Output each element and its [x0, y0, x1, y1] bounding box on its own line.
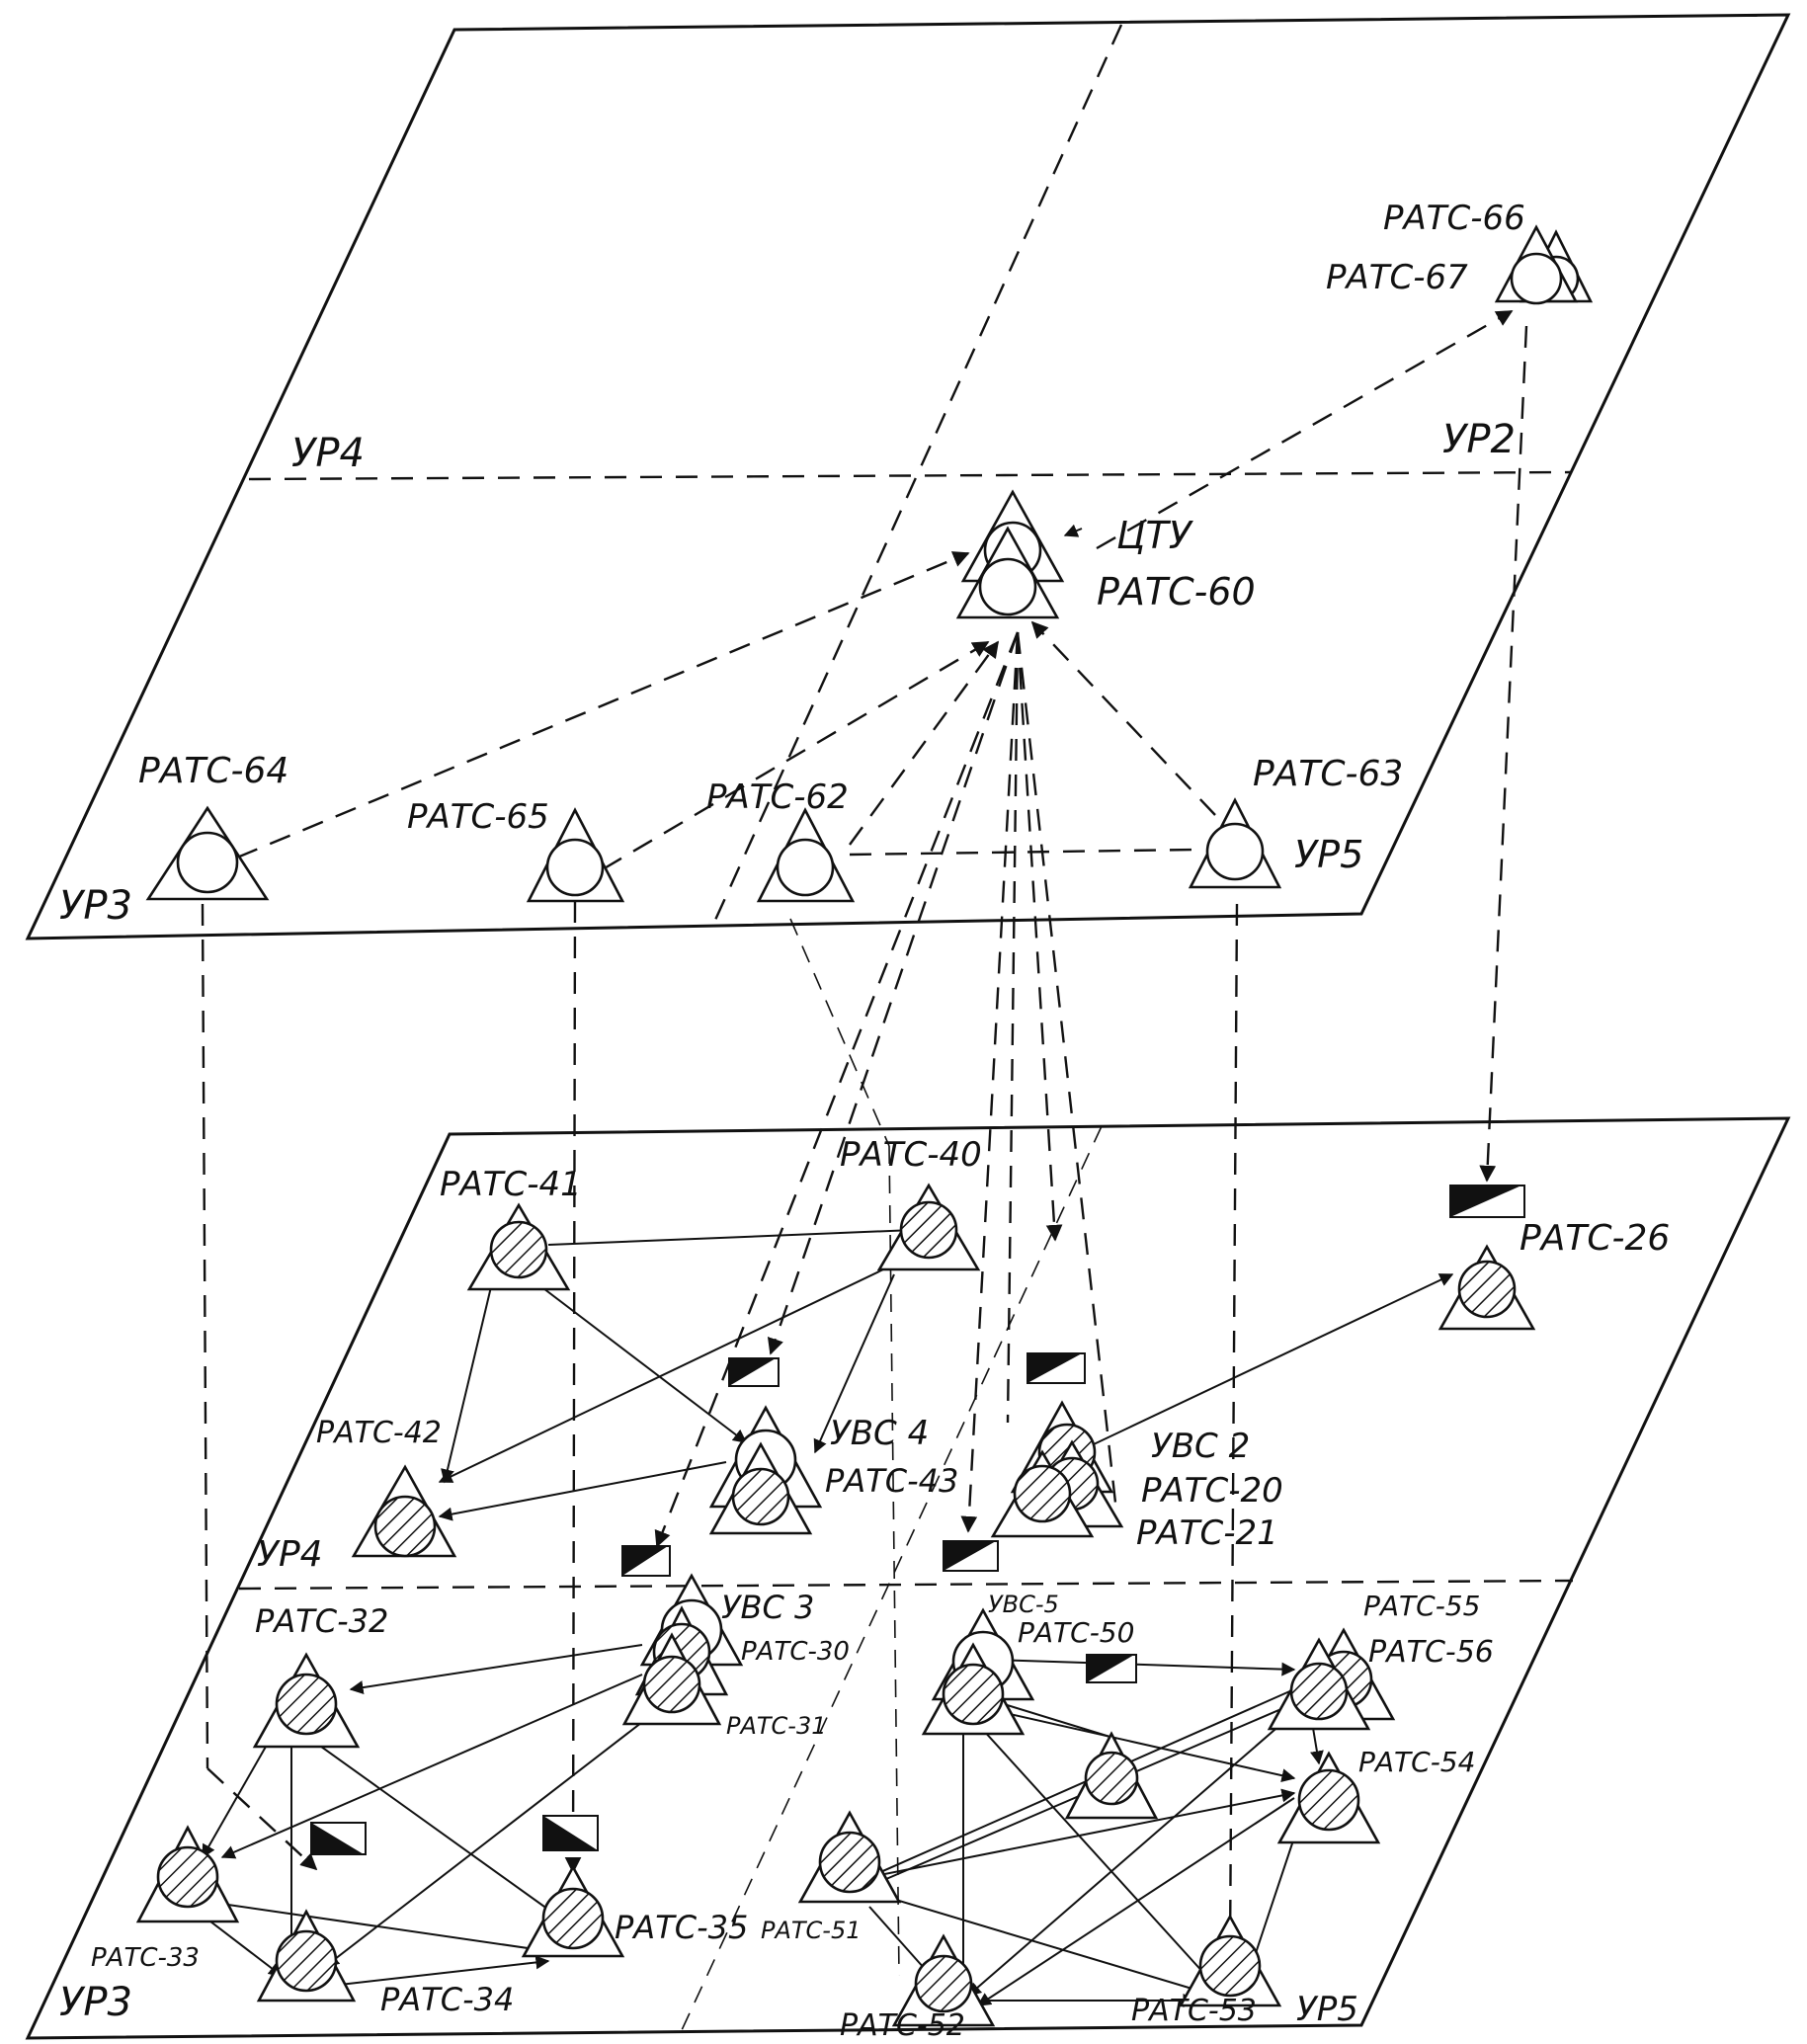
label-ratc32: РАТС-32	[255, 1602, 388, 1640]
label-ctu: ЦТУ	[1116, 514, 1194, 557]
node-ratc53	[1178, 1914, 1282, 2007]
node-ratc42	[351, 1464, 457, 1558]
label-ratc60: РАТС-60	[1097, 570, 1256, 613]
label-ratc65: РАТС-65	[407, 797, 549, 837]
label-ratc54: РАТС-54	[1358, 1746, 1475, 1778]
label-ratc64: РАТС-64	[138, 751, 288, 791]
label-ratc62: РАТС-62	[706, 777, 849, 817]
label-uvc2: УВС 2	[1151, 1427, 1250, 1466]
node-ratc31	[621, 1632, 722, 1726]
label-ratc40: РАТС-40	[840, 1135, 982, 1175]
label-uvc3: УВС 3	[721, 1589, 814, 1626]
label-ratc26: РАТС-26	[1520, 1218, 1670, 1259]
zone-label-bot-ur3: УР3	[59, 1980, 132, 2025]
node-ratc63	[1188, 797, 1282, 889]
label-ratc20: РАТС-20	[1141, 1471, 1283, 1511]
zone-label-bot-ur4: УР4	[257, 1534, 323, 1575]
node-ratc32	[252, 1652, 361, 1749]
node-ratc56	[1267, 1637, 1371, 1731]
label-ratc51: РАТС-51	[761, 1917, 862, 1944]
label-ratc34: РАТС-34	[380, 1981, 514, 2018]
label-ratc55: РАТС-55	[1363, 1590, 1480, 1622]
label-ratc43: РАТС-43	[825, 1462, 958, 1500]
zone-label-top-ur5: УР5	[1294, 833, 1363, 876]
node-ratc41	[466, 1202, 571, 1291]
node-ratc40	[876, 1183, 981, 1271]
label-ratc66: РАТС-66	[1383, 199, 1525, 238]
label-ratc67: РАТС-67	[1326, 258, 1468, 297]
node-ratc26	[1437, 1185, 1536, 1331]
zone-label-top-ur3: УР3	[59, 883, 132, 929]
node-ratc62	[756, 807, 856, 903]
label-uvc5: УВС-5	[988, 1591, 1059, 1618]
label-ratc41: РАТС-41	[440, 1165, 582, 1204]
node-ratc43	[708, 1441, 813, 1535]
node-ratc33	[135, 1825, 240, 1923]
node-ratc60	[955, 526, 1060, 619]
zone-label-top-ur2: УР2	[1442, 417, 1516, 462]
node-ratc67	[1494, 224, 1579, 305]
node-ratc51	[797, 1810, 902, 1904]
node-ratc21	[990, 1449, 1095, 1538]
label-ratc52: РАТС-52	[840, 2008, 965, 2043]
label-ratc53: РАТС-53	[1131, 1994, 1257, 2028]
upper-plane-links	[236, 309, 1514, 871]
node-ratc35	[521, 1815, 625, 1958]
label-ratc42: РАТС-42	[316, 1416, 442, 1450]
zone-label-bot-ur5: УР5	[1296, 1990, 1358, 2029]
zone-label-top-ur4: УР4	[291, 431, 365, 476]
label-ratc31: РАТС-31	[726, 1712, 827, 1740]
node-ratc54	[1276, 1751, 1381, 1844]
node-center-lower	[1064, 1731, 1159, 1820]
lower-plane	[25, 1116, 1791, 2040]
label-ratc33: РАТС-33	[91, 1943, 200, 1973]
label-ratc30: РАТС-30	[741, 1637, 850, 1667]
node-ratc65	[526, 807, 625, 903]
node-ratc50	[921, 1642, 1137, 1736]
upper-plane	[25, 13, 1791, 940]
node-ratc34	[256, 1822, 367, 2003]
label-uvc4: УВС 4	[830, 1414, 929, 1453]
label-ratc63: РАТС-63	[1253, 754, 1403, 794]
label-ratc56: РАТС-56	[1368, 1635, 1494, 1670]
inter-plane-links	[201, 325, 1528, 1977]
node-ratc64	[145, 805, 270, 901]
label-ratc50: РАТС-50	[1018, 1616, 1134, 1649]
node-ratc52	[891, 1933, 996, 2027]
label-ratc35: РАТС-35	[615, 1909, 748, 1946]
label-ratc21: РАТС-21	[1136, 1513, 1278, 1553]
